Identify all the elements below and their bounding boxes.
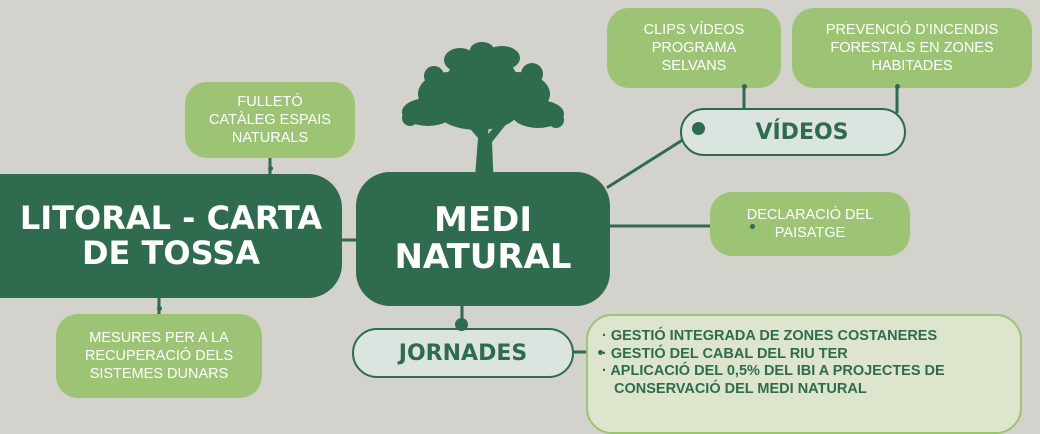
litoral-label-line2: DE TOSSA: [81, 234, 260, 272]
mind-map: MEDI NATURAL LITORAL - CARTA DE TOSSA FU…: [0, 8, 1032, 434]
center-label-line1: MEDI: [434, 200, 532, 241]
dot-declaracio: [750, 224, 755, 229]
declaracio-node: DECLARACIÓ DEL PAISATGE: [710, 192, 910, 256]
dot-jornades: [455, 318, 468, 331]
dot-mesures: [157, 306, 162, 311]
jornades-label: JORNADES: [398, 340, 528, 366]
dot-videos: [692, 122, 705, 135]
videos-label: VÍDEOS: [755, 119, 849, 145]
fulleto-node: FULLETÓ CATÀLEG ESPAIS NATURALS: [185, 82, 355, 158]
videos-node: VÍDEOS: [680, 108, 906, 156]
center-node: MEDI NATURAL: [356, 172, 610, 306]
list-item: · APLICACIÓ DEL 0,5% DEL IBI A PROJECTES…: [602, 363, 945, 398]
dot-prevencio: [895, 84, 900, 89]
jornades-node: JORNADES: [352, 328, 574, 378]
center-label-line2: NATURAL: [394, 237, 572, 277]
mesures-node: MESURES PER A LA RECUPERACIÓ DELS SISTEM…: [56, 314, 262, 398]
dot-clips: [742, 84, 747, 89]
dot-fulleto: [268, 166, 273, 171]
litoral-node: LITORAL - CARTA DE TOSSA: [0, 174, 342, 298]
clips-node: CLIPS VÍDEOS PROGRAMA SELVANS: [607, 8, 781, 88]
dot-jornades-list: [598, 350, 603, 355]
litoral-label-line1: LITORAL - CARTA: [19, 199, 323, 238]
tree-icon: [402, 42, 564, 190]
list-item: · GESTIÓ DEL CABAL DEL RIU TER: [602, 345, 848, 362]
prevencio-node: PREVENCIÓ D’INCENDIS FORESTALS EN ZONES …: [792, 8, 1032, 88]
jornades-list: · GESTIÓ INTEGRADA DE ZONES COSTANERES ·…: [586, 314, 1022, 434]
list-item: · GESTIÓ INTEGRADA DE ZONES COSTANERES: [602, 328, 938, 344]
